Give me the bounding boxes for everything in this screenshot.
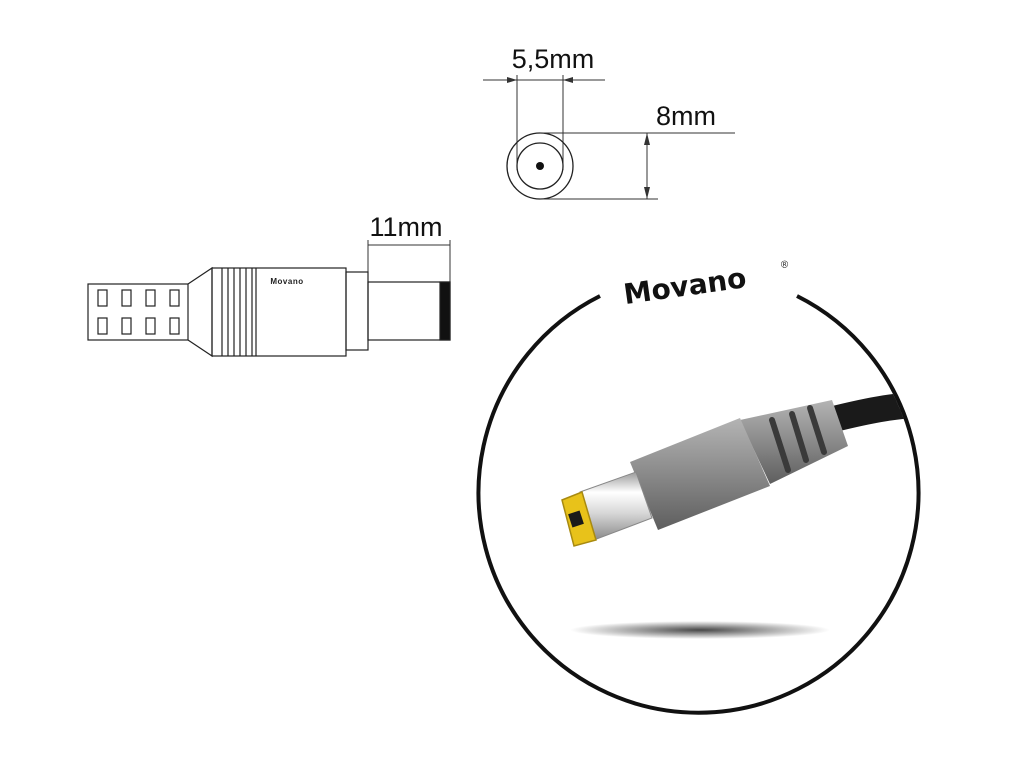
photo-circle-frame <box>476 294 921 715</box>
photo-ribs <box>769 405 827 473</box>
arrowhead-down-icon <box>644 187 650 199</box>
photo-tip-hole <box>568 510 584 528</box>
collar <box>345 271 369 351</box>
photo-content <box>561 391 917 639</box>
arrowhead-right-icon <box>563 77 573 83</box>
grip-ribs <box>221 268 257 356</box>
drop-shadow <box>570 621 830 639</box>
center-pin-dot <box>536 162 544 170</box>
side-view-logo: Movano <box>270 277 303 286</box>
registered-mark: ® <box>780 259 789 271</box>
strain-relief <box>87 283 189 341</box>
body-taper <box>187 266 213 358</box>
arrowhead-up-icon <box>644 133 650 145</box>
photo-strain-relief <box>740 400 848 484</box>
side-view-drawing: 11mm Movano <box>87 212 451 358</box>
arrowhead-left-icon <box>507 77 517 83</box>
photo-inset: Movano ® <box>476 259 921 715</box>
brand-logo: Movano ® <box>622 259 790 311</box>
photo-grip-body <box>630 418 770 530</box>
brand-logo-text: Movano <box>622 261 749 311</box>
outer-diameter-label: 8mm <box>656 101 716 131</box>
strain-relief-slots <box>97 289 180 335</box>
pin-length-label: 11mm <box>369 212 442 242</box>
inner-ring <box>516 142 564 190</box>
inner-diameter-label: 5,5mm <box>512 44 595 74</box>
metal-pin <box>367 281 451 341</box>
front-view-drawing: 5,5mm 8mm <box>483 44 735 200</box>
pin-tip <box>439 281 451 341</box>
cable <box>817 391 917 433</box>
